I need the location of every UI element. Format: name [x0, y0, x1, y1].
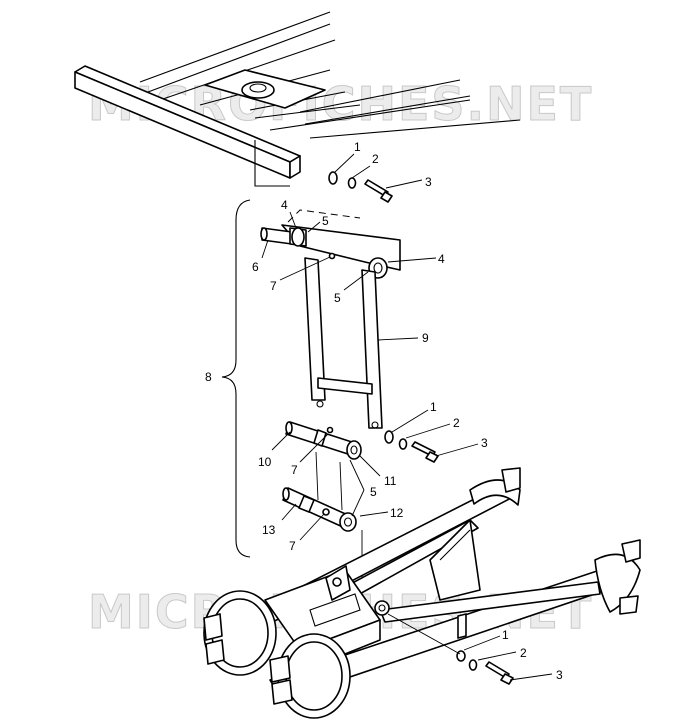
callouts: 1 2 3 4 5 6 7 4 5 9 8 1 2 3 10 7 11	[205, 140, 563, 682]
callout-2-top: 2	[372, 152, 379, 166]
assembly-brace	[221, 199, 251, 558]
callout-1-bottom: 1	[502, 628, 509, 642]
callout-13: 13	[262, 523, 276, 537]
washer	[347, 177, 357, 189]
bolt	[364, 179, 389, 197]
callout-11: 11	[384, 474, 397, 488]
mid-hardware	[384, 430, 439, 463]
callout-4-left: 4	[281, 198, 288, 212]
nut	[328, 171, 338, 185]
swing-arm	[203, 467, 641, 719]
bottom-hardware	[387, 613, 514, 685]
callout-10: 10	[258, 455, 272, 469]
callout-9: 9	[422, 331, 429, 345]
callout-7-top: 7	[270, 279, 277, 293]
callout-6: 6	[252, 260, 259, 274]
callout-1-mid: 1	[430, 400, 437, 414]
callout-12: 12	[390, 506, 404, 520]
callout-3-mid: 3	[481, 436, 488, 450]
callout-5-mid: 5	[370, 485, 377, 499]
callout-2-bottom: 2	[520, 646, 527, 660]
pivot-shafts	[282, 421, 363, 590]
callout-5-left: 5	[322, 214, 329, 228]
torque-stop-assembly	[260, 209, 401, 429]
callout-3-top: 3	[425, 175, 432, 189]
callout-8: 8	[205, 370, 212, 384]
callout-3-bottom: 3	[556, 668, 563, 682]
top-hardware	[328, 171, 393, 203]
callout-2-mid: 2	[453, 416, 460, 430]
upper-frame	[74, 11, 521, 187]
callout-4-right: 4	[438, 252, 445, 266]
callout-7-mid: 7	[291, 463, 298, 477]
callout-1-top: 1	[354, 140, 361, 154]
callout-5-right: 5	[334, 291, 341, 305]
callout-7-bottom: 7	[289, 539, 296, 553]
